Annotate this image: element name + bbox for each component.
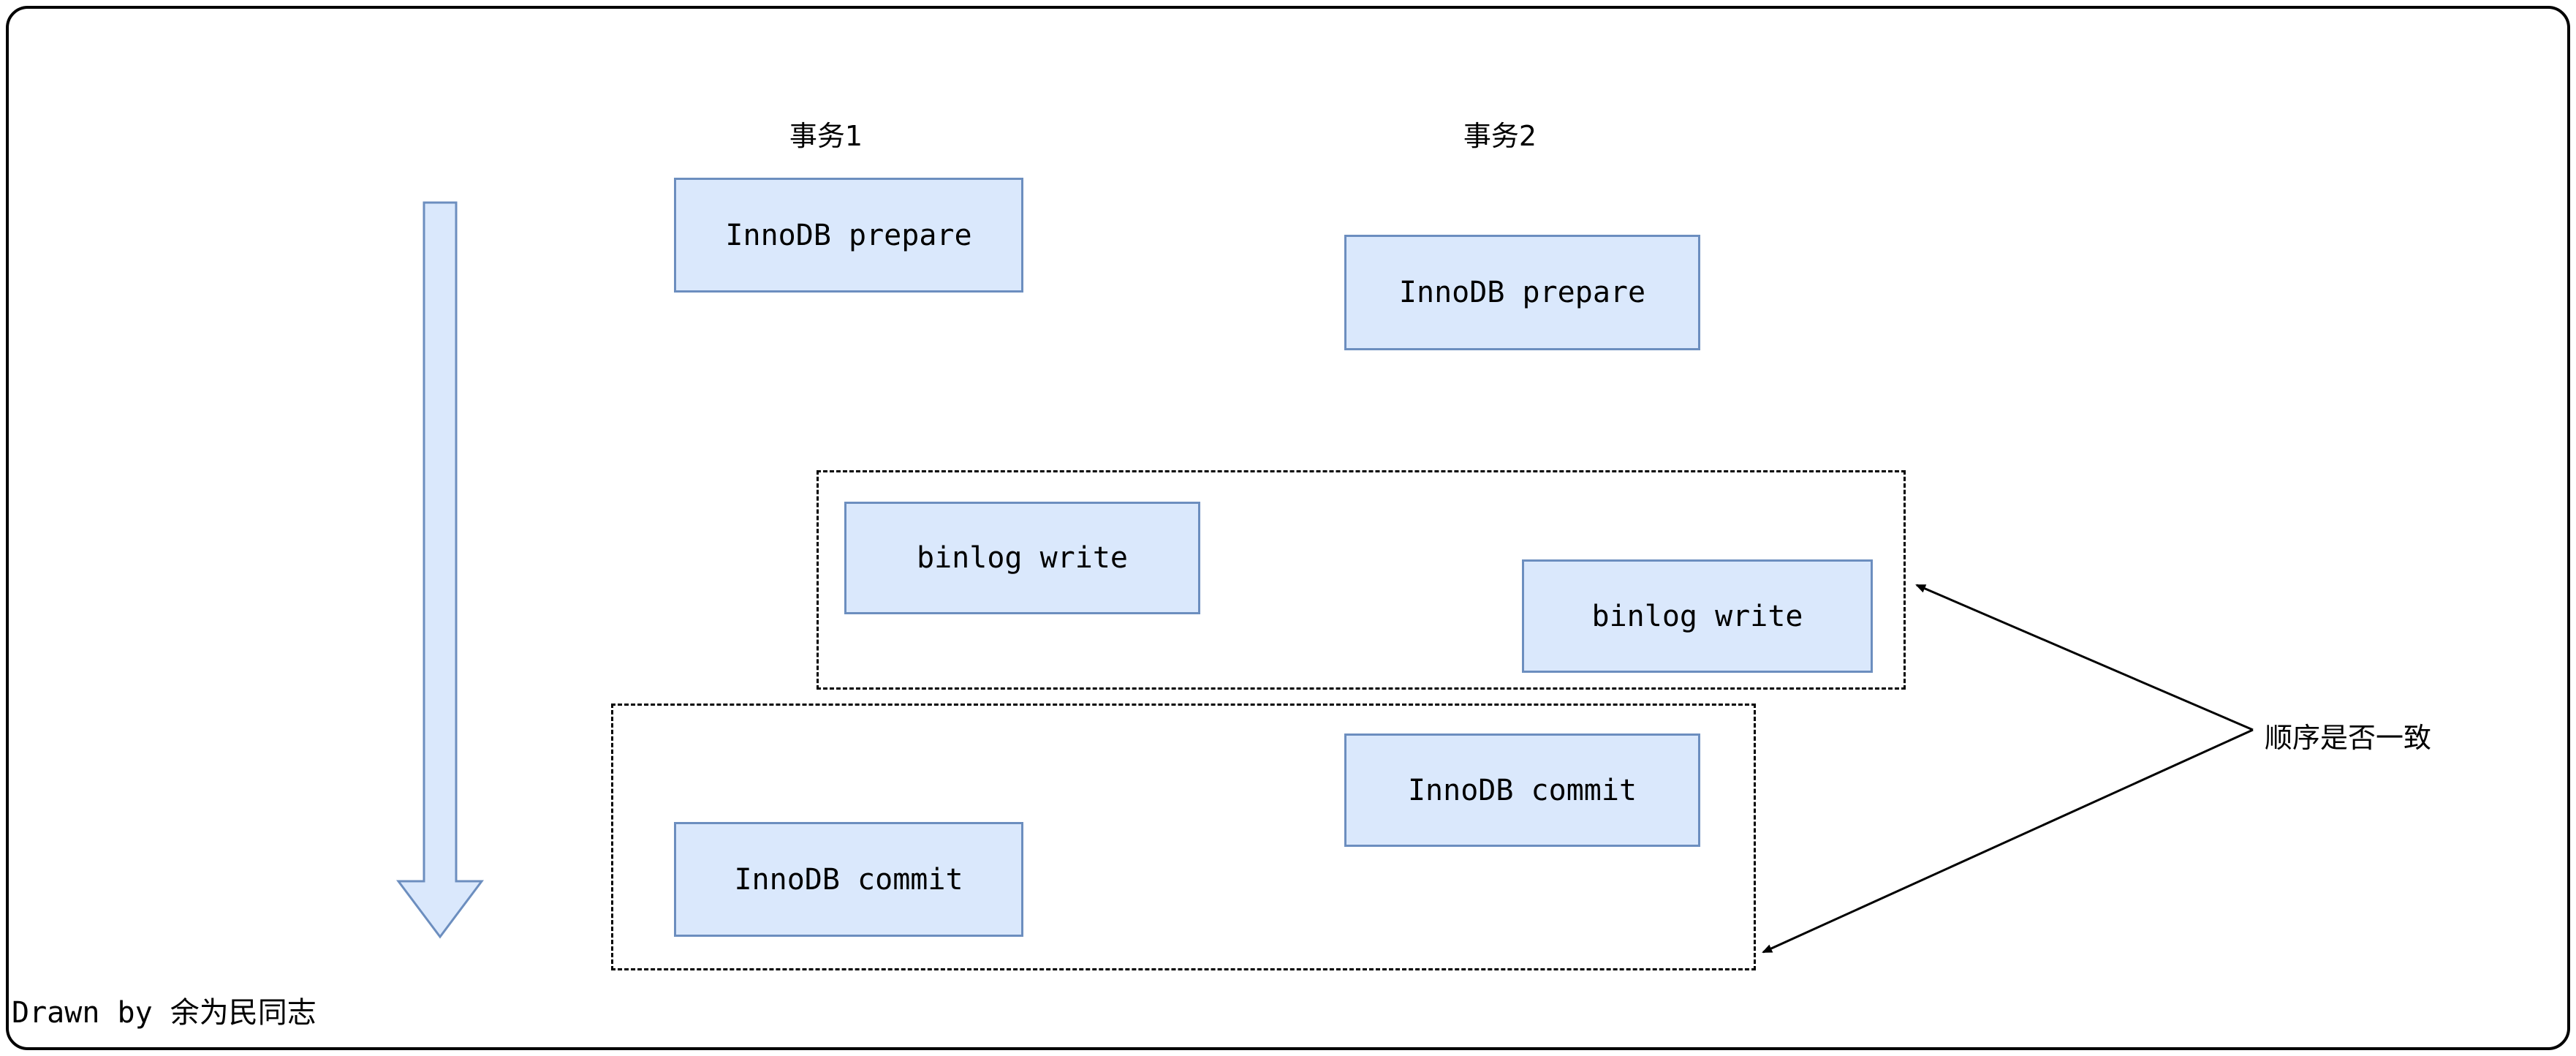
node-txn2-innodb-prepare-label: InnoDB prepare [1398,276,1646,309]
group-innodb-commit-order [611,704,1756,970]
node-txn2-binlog-write: binlog write [1522,559,1873,673]
node-txn1-innodb-commit: InnoDB commit [674,822,1023,937]
node-txn1-binlog-write-label: binlog write [917,541,1128,575]
column-label-transaction-1: 事务1 [789,120,863,152]
node-txn1-innodb-prepare-label: InnoDB prepare [725,218,972,252]
node-txn2-innodb-commit-label: InnoDB commit [1407,773,1637,807]
node-txn1-binlog-write: binlog write [844,502,1200,614]
node-txn2-innodb-commit: InnoDB commit [1344,733,1700,847]
group-binlog-write-order [817,470,1906,690]
node-txn1-innodb-commit-label: InnoDB commit [734,862,963,897]
node-txn2-binlog-write-label: binlog write [1591,599,1803,633]
node-txn1-innodb-prepare: InnoDB prepare [674,178,1023,293]
node-txn2-innodb-prepare: InnoDB prepare [1344,235,1700,350]
annotation-order-consistency: 顺序是否一致 [2265,722,2432,754]
column-label-transaction-2: 事务2 [1463,120,1537,152]
credit-text: Drawn by 余为民同志 [12,996,317,1030]
